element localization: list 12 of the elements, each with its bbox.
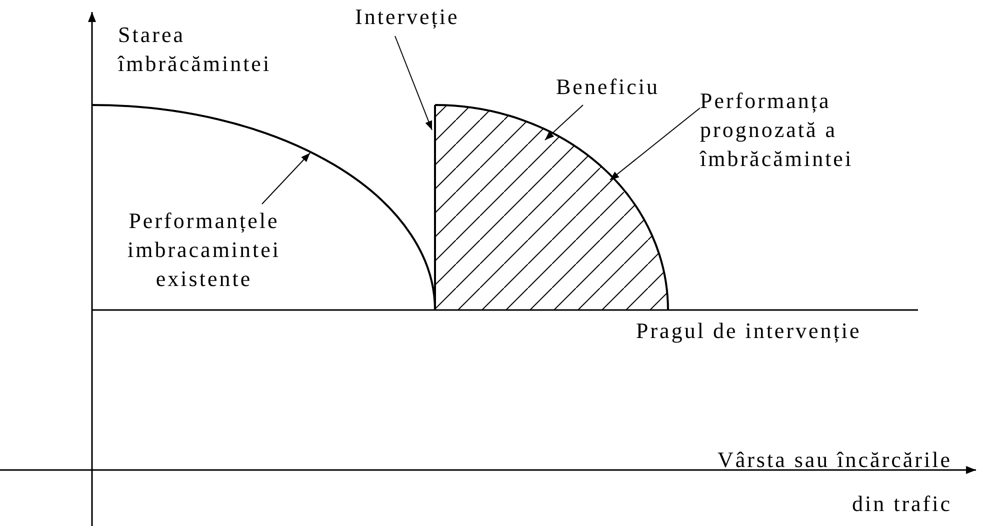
leader-line — [394, 36, 432, 130]
leader-line — [610, 108, 700, 180]
callout-text: Beneficiu — [556, 72, 686, 101]
leader-line — [262, 152, 310, 204]
callout-text: Interveție — [355, 2, 465, 31]
leader-line — [544, 104, 584, 140]
threshold-label: Pragul de intervenție — [636, 317, 862, 345]
axis-label: Vârsta sau încărcările din trafic — [716, 446, 952, 518]
existing-curve — [92, 104, 436, 310]
callout-text: Performanța prognozată a îmbrăcămintei — [700, 86, 890, 173]
callout-text: Performanțele imbracamintei existente — [104, 206, 304, 293]
axis-label: Starea îmbrăcămintei — [118, 21, 272, 78]
